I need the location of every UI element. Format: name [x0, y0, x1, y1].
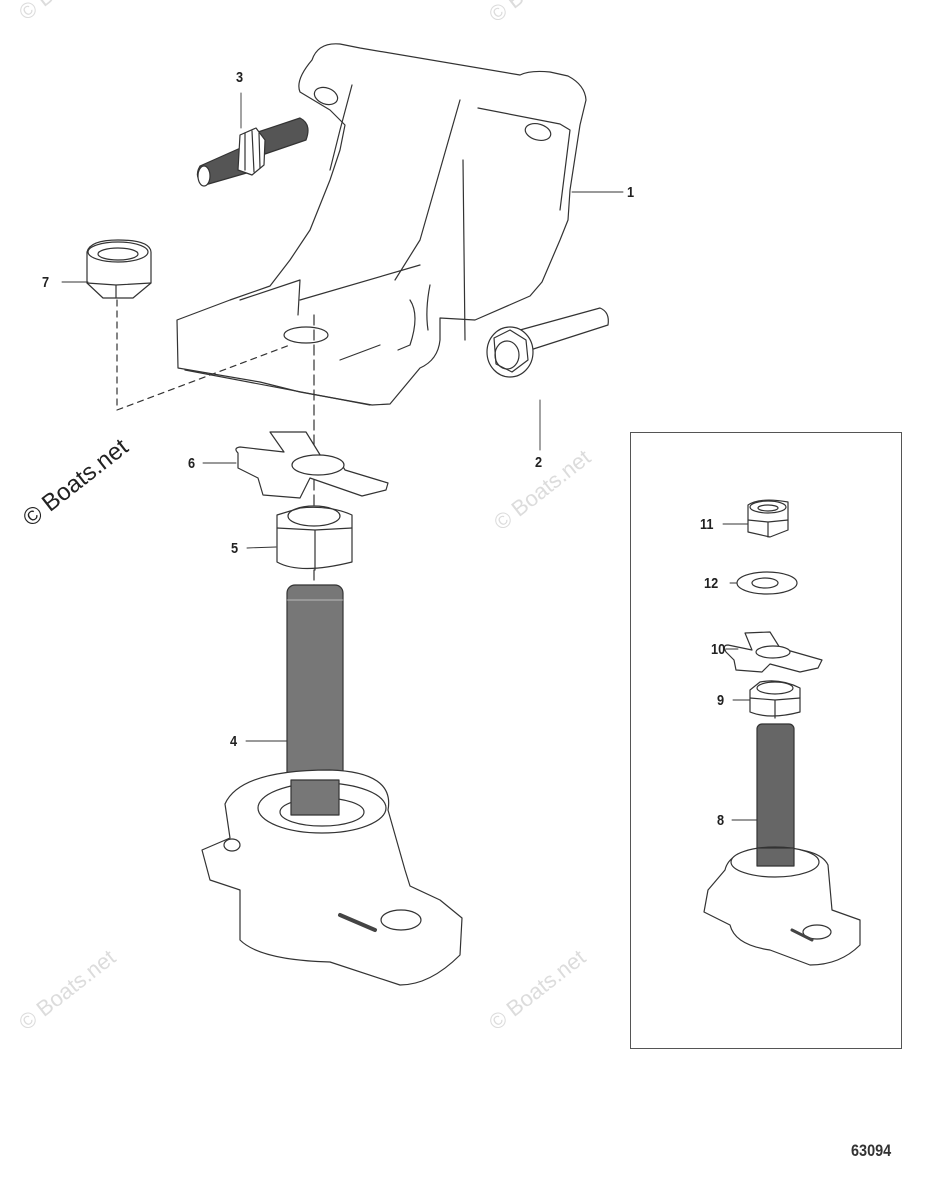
- lock-nut: [86, 239, 291, 411]
- callout-12[interactable]: 12: [704, 575, 719, 592]
- callout-5[interactable]: 5: [231, 540, 239, 557]
- callout-9[interactable]: 9: [717, 692, 725, 709]
- lock-nut-small: [747, 499, 789, 538]
- engine-mount-large: [201, 584, 463, 986]
- callout-1[interactable]: 1: [627, 184, 635, 201]
- inset-alternate-mount-box: [630, 432, 902, 1049]
- mounting-bracket: [176, 43, 587, 406]
- flange-bolt: [486, 307, 609, 378]
- hex-nut-small: [749, 680, 801, 719]
- leader-lines: [61, 92, 758, 821]
- callout-3[interactable]: 3: [236, 69, 244, 86]
- callout-6[interactable]: 6: [188, 455, 196, 472]
- tab-washer-large: [235, 431, 389, 499]
- engine-mount-small: [703, 723, 861, 966]
- tab-washer-small: [723, 631, 823, 673]
- callout-4[interactable]: 4: [230, 733, 238, 750]
- hex-nut-large: [276, 505, 353, 571]
- callout-10[interactable]: 10: [711, 641, 726, 658]
- figure-number: 63094: [851, 1141, 892, 1160]
- callout-2[interactable]: 2: [535, 454, 543, 471]
- stud-with-knurled-collar: [196, 117, 309, 187]
- callout-7[interactable]: 7: [42, 274, 50, 291]
- callout-8[interactable]: 8: [717, 812, 725, 829]
- callout-11[interactable]: 11: [700, 516, 714, 533]
